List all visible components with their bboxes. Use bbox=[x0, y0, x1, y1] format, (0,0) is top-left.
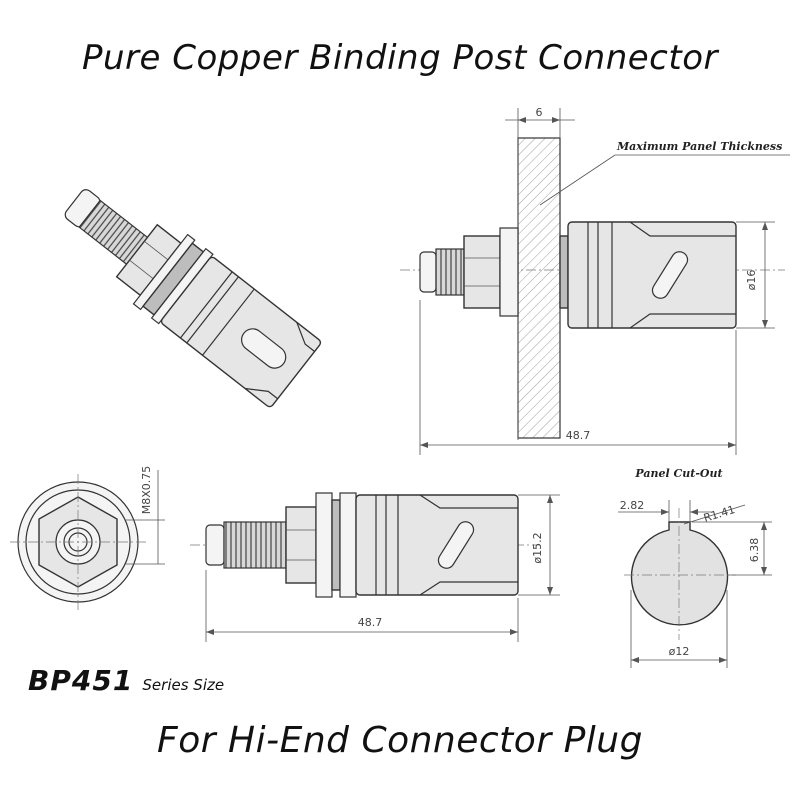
thread-spec-label: M8X0.75 bbox=[140, 466, 153, 515]
front-washer-1 bbox=[315, 492, 333, 598]
series-suffix: Series Size bbox=[142, 676, 225, 694]
front-stud-tip bbox=[205, 524, 225, 566]
diagram-subtitle: For Hi-End Connector Plug bbox=[157, 720, 643, 761]
front-view: ø15.2 48.7 bbox=[190, 492, 560, 642]
panel-cutout-view: Panel Cut-Out 2.82 R1.41 6.38 bbox=[618, 467, 772, 668]
side-stud-thread bbox=[435, 248, 465, 296]
side-nut bbox=[463, 235, 501, 309]
front-nut bbox=[285, 506, 317, 584]
front-washer-2 bbox=[339, 492, 357, 598]
side-insulator bbox=[559, 235, 569, 309]
series-label: BP451 Series Size bbox=[28, 664, 224, 697]
cutout-radius-label: R1.41 bbox=[702, 503, 737, 525]
max-panel-thickness-label: Maximum Panel Thickness bbox=[616, 140, 782, 153]
front-diameter-label: ø15.2 bbox=[531, 532, 544, 563]
side-body bbox=[567, 221, 737, 329]
cutout-diameter-label: ø12 bbox=[669, 645, 690, 658]
side-mounted-view: 6 Maximum Panel Thickness bbox=[400, 106, 790, 455]
front-body bbox=[355, 494, 519, 596]
cross-hole-slot bbox=[241, 328, 287, 369]
front-stud-thread bbox=[223, 521, 287, 569]
cutout-shape bbox=[630, 521, 729, 626]
cutout-flat-label: 6.38 bbox=[748, 538, 761, 563]
side-stud-tip bbox=[419, 251, 437, 293]
panel-thickness-label: 6 bbox=[536, 106, 543, 119]
side-length-label: 48.7 bbox=[566, 429, 591, 442]
side-cross-hole bbox=[651, 251, 689, 299]
cutout-key-width-label: 2.82 bbox=[620, 499, 645, 512]
end-view: M8X0.75 bbox=[10, 466, 165, 610]
side-washer bbox=[499, 227, 519, 317]
perspective-view bbox=[64, 189, 322, 408]
front-insulator bbox=[331, 499, 341, 591]
post-body bbox=[160, 256, 322, 408]
panel-cutout-label: Panel Cut-Out bbox=[634, 467, 722, 480]
diagram-title: Pure Copper Binding Post Connector bbox=[82, 38, 718, 78]
side-diameter-label: ø16 bbox=[745, 270, 758, 291]
series-code: BP451 bbox=[28, 664, 134, 697]
front-length-label: 48.7 bbox=[358, 616, 383, 629]
mounting-panel bbox=[517, 137, 561, 439]
front-cross-hole bbox=[437, 521, 475, 569]
